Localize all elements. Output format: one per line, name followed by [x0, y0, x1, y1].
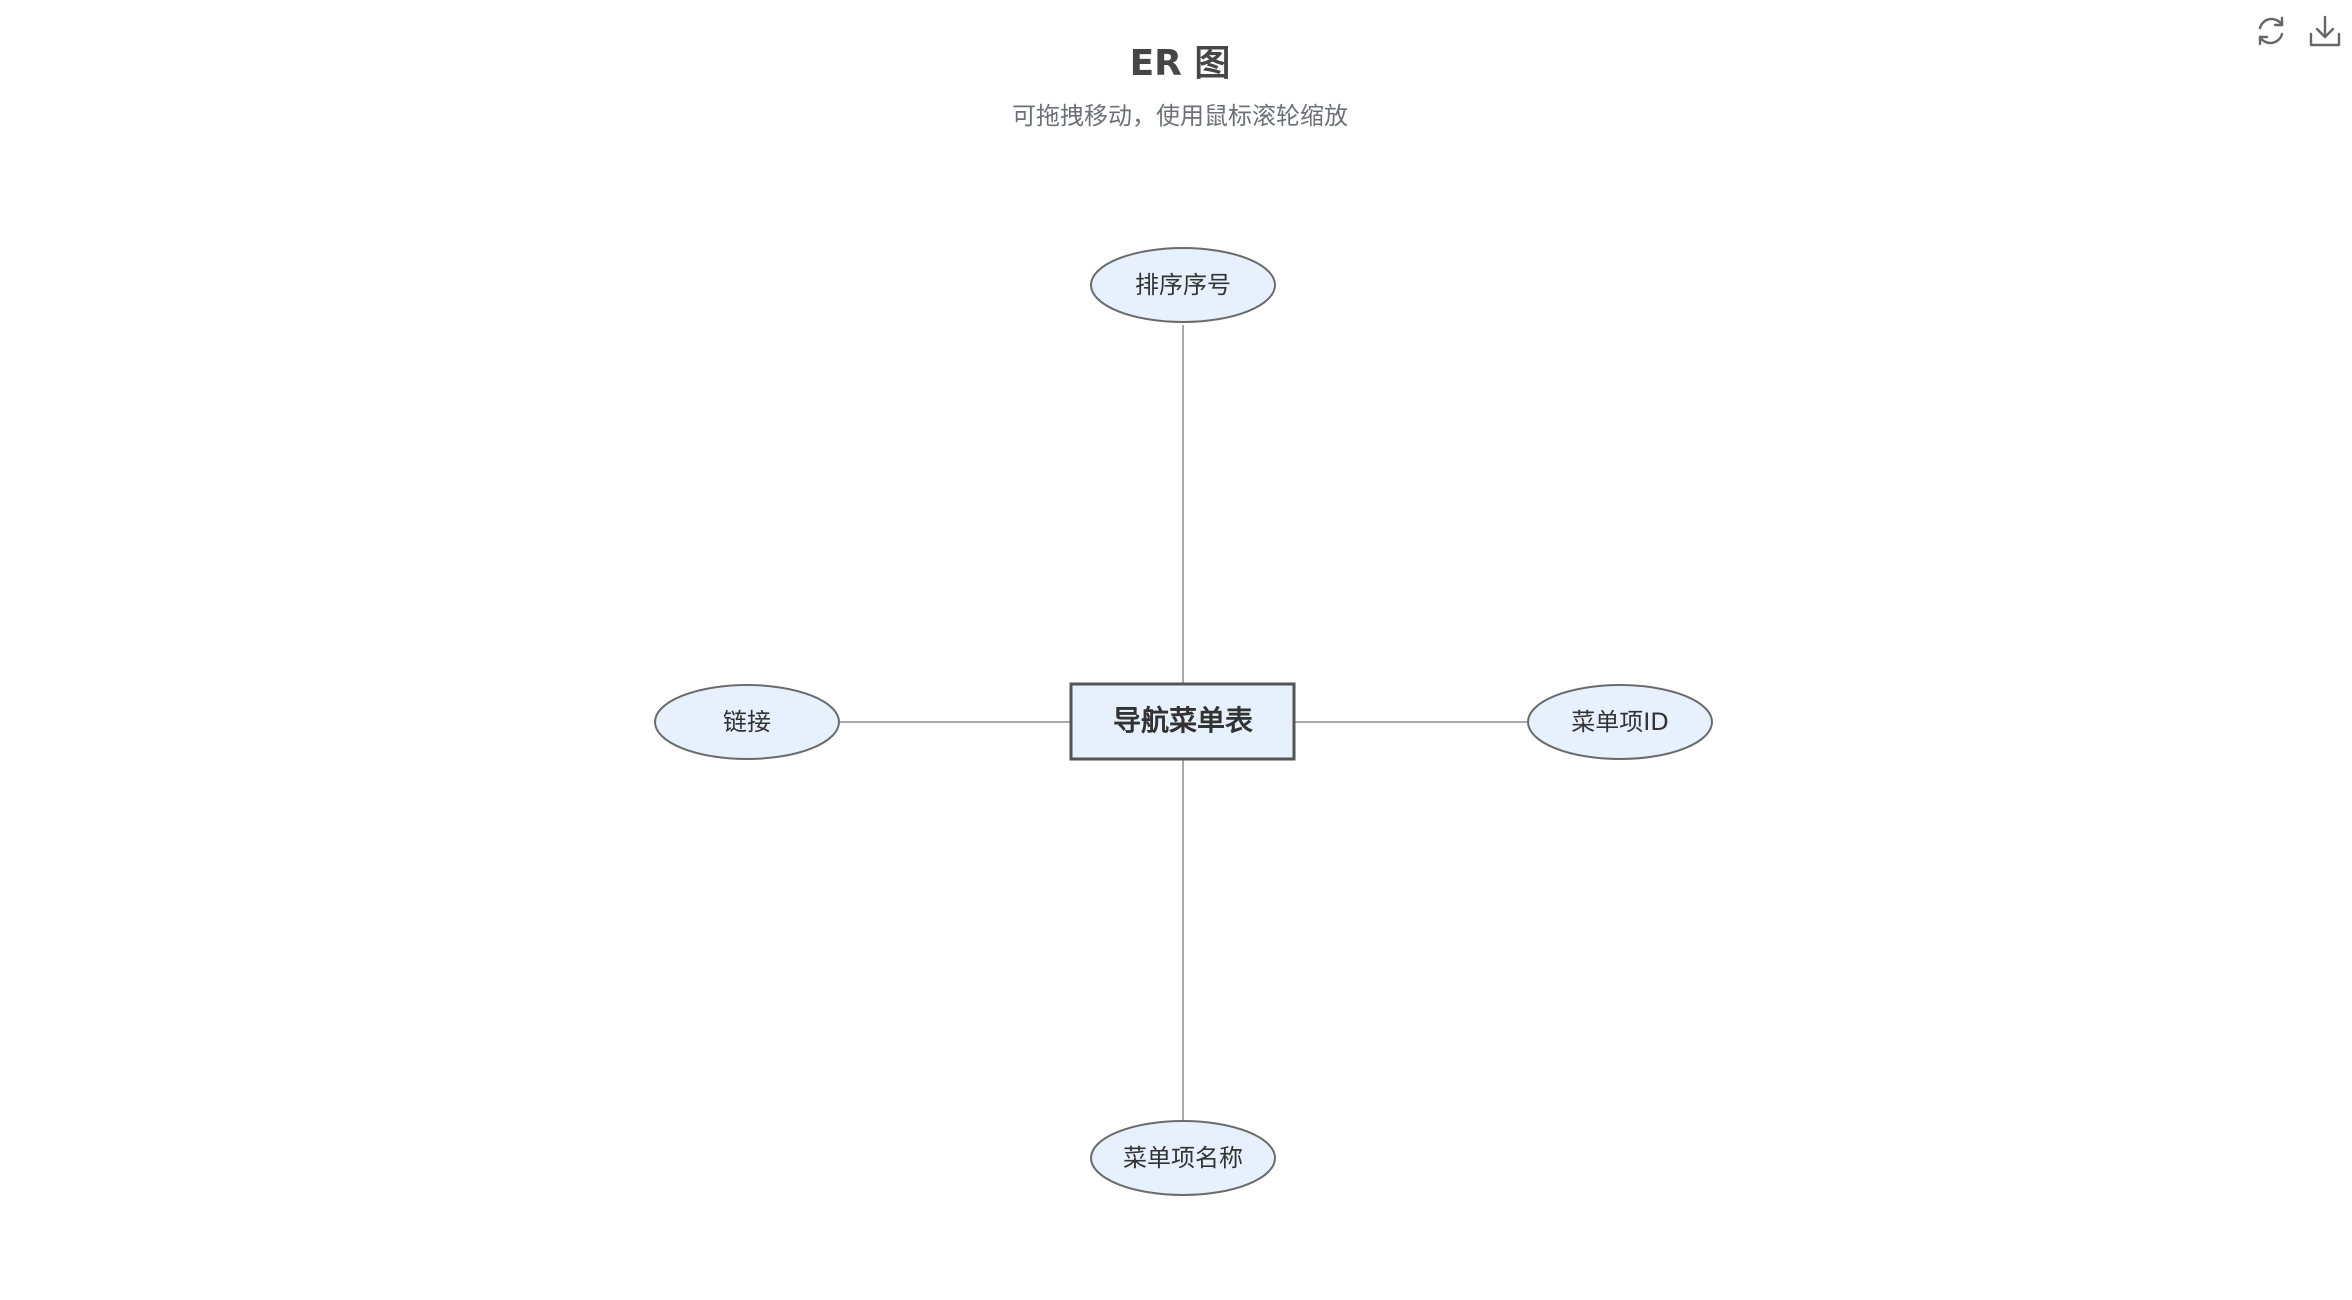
entity-node[interactable]: 导航菜单表: [1069, 682, 1296, 761]
attribute-label: 菜单项ID: [1571, 708, 1669, 736]
refresh-icon: [2258, 16, 2284, 46]
diagram-subtitle: 可拖拽移动，使用鼠标滚轮缩放: [1012, 102, 1348, 130]
attribute-node-menu-item-name[interactable]: 菜单项名称: [1090, 1120, 1276, 1196]
attribute-label: 菜单项名称: [1123, 1144, 1243, 1172]
attribute-node-link[interactable]: 链接: [654, 684, 840, 760]
entity-label: 导航菜单表: [1113, 704, 1253, 737]
attribute-node-sort-order[interactable]: 排序序号: [1090, 247, 1276, 323]
save-image-button[interactable]: [2306, 12, 2344, 50]
restore-button[interactable]: [2252, 12, 2290, 50]
diagram-title: ER 图: [1129, 43, 1231, 84]
download-icon: [2309, 15, 2341, 47]
attribute-label: 排序序号: [1135, 271, 1231, 299]
attribute-node-menu-item-id[interactable]: 菜单项ID: [1527, 684, 1713, 760]
toolbox: [2252, 12, 2344, 50]
attribute-label: 链接: [723, 708, 771, 736]
